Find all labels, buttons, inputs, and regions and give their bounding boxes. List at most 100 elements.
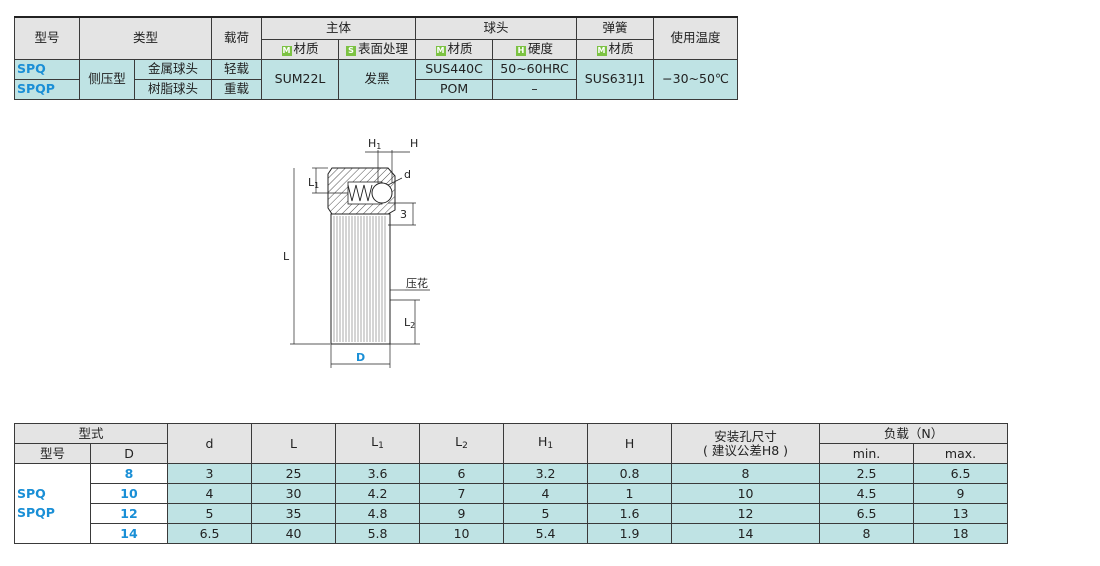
- ball-type-resin: 树脂球头: [133, 78, 213, 100]
- cell-d: 5: [167, 503, 253, 524]
- cell-H: 0.8: [587, 463, 673, 484]
- label-l1: L1: [308, 176, 319, 190]
- header-model: 型号: [14, 443, 91, 464]
- label-l: L: [283, 250, 290, 263]
- material-tag: M: [435, 46, 446, 56]
- cell-hole: 8: [671, 463, 821, 484]
- ball-material-spq: SUS440C: [415, 58, 494, 80]
- cell-L2: 6: [419, 463, 505, 484]
- header-body: 主体: [261, 16, 417, 40]
- ball-material-spqp: POM: [415, 78, 494, 100]
- cell-H1: 3.2: [503, 463, 589, 484]
- cell-L2: 9: [419, 503, 505, 524]
- header-D: D: [89, 443, 169, 464]
- cell-hole: 12: [671, 503, 821, 524]
- cell-H1: 5: [503, 503, 589, 524]
- header-hole: 安装孔尺寸( 建议公差H8 ): [671, 423, 821, 464]
- cell-d: 3: [167, 463, 253, 484]
- cell-H: 1.6: [587, 503, 673, 524]
- header-l: L: [251, 423, 337, 464]
- header-load: 负载（N）: [819, 423, 1009, 444]
- model-spqp: SPQP: [14, 78, 80, 100]
- label-h: H: [410, 137, 418, 150]
- table-row: 10 4 30 4.2 7 4 1 10 4.5 9: [15, 483, 1009, 504]
- cell-max: 6.5: [913, 463, 1009, 484]
- model-spq: SPQ: [14, 58, 80, 80]
- cell-D: 10: [89, 483, 169, 504]
- header-form: 型式: [13, 423, 169, 444]
- load-heavy: 重载: [211, 78, 263, 100]
- label-d-small: d: [404, 168, 411, 181]
- header-type: 类型: [78, 16, 213, 60]
- header-ball: 球头: [415, 16, 578, 40]
- label-h1: H1: [368, 137, 381, 151]
- cell-d: 4: [167, 483, 253, 504]
- cell-D: 12: [89, 503, 169, 524]
- cell-min: 2.5: [819, 463, 915, 484]
- table-row: 12 5 35 4.8 9 5 1.6 12 6.5 13: [15, 503, 1009, 524]
- label-l2: L2: [404, 316, 415, 330]
- ball-hardness-spqp: –: [492, 78, 578, 100]
- label-d: D: [356, 351, 365, 364]
- header-max: max.: [913, 443, 1009, 464]
- temp-value: −30~50℃: [653, 58, 739, 100]
- ball-type-metal: 金属球头: [133, 58, 213, 80]
- header-l2: L2: [419, 423, 505, 464]
- cell-L1: 4.2: [335, 483, 421, 504]
- cell-H1: 4: [503, 483, 589, 504]
- cell-H1: 5.4: [503, 523, 589, 544]
- plunger-drawing: H1 H L1 d 3 L 压花 L2 D: [283, 137, 430, 368]
- cell-max: 13: [913, 503, 1009, 524]
- header-l1: L1: [335, 423, 421, 464]
- cell-max: 18: [913, 523, 1009, 544]
- cell-D: 8: [89, 463, 169, 484]
- cell-L: 40: [251, 523, 337, 544]
- label-3: 3: [400, 208, 407, 221]
- body-surface: 发黑: [338, 58, 417, 100]
- load-light: 轻载: [211, 58, 263, 80]
- type-value: 侧压型: [79, 58, 135, 100]
- cell-L: 35: [251, 503, 337, 524]
- header-temp: 使用温度: [653, 16, 739, 60]
- cell-d: 6.5: [167, 523, 253, 544]
- cell-max: 9: [913, 483, 1009, 504]
- label-knurl: 压花: [406, 277, 428, 290]
- dimension-table: 型式 d L L1 L2 H1 H 安装孔尺寸( 建议公差H8 ) 负载（N） …: [13, 423, 1009, 544]
- cell-min: 8: [819, 523, 915, 544]
- cell-L1: 3.6: [335, 463, 421, 484]
- cell-L2: 7: [419, 483, 505, 504]
- header-min: min.: [819, 443, 915, 464]
- header-h: H: [587, 423, 673, 464]
- cell-H: 1: [587, 483, 673, 504]
- dimension-lines: [290, 150, 430, 368]
- head-section: [327, 167, 396, 215]
- cell-L2: 10: [419, 523, 505, 544]
- header-h1: H1: [503, 423, 589, 464]
- header-model: 型号: [14, 16, 80, 60]
- cell-min: 6.5: [819, 503, 915, 524]
- header-load: 载荷: [211, 16, 263, 60]
- header-spring: 弹簧: [576, 16, 655, 40]
- cell-D: 14: [89, 523, 169, 544]
- knurled-shank: [330, 213, 391, 345]
- ball-hardness-spq: 50~60HRC: [492, 58, 578, 80]
- cell-hole: 14: [671, 523, 821, 544]
- cell-min: 4.5: [819, 483, 915, 504]
- hardness-tag: H: [516, 46, 527, 56]
- header-d: d: [167, 423, 253, 464]
- cell-L: 25: [251, 463, 337, 484]
- material-tag: M: [596, 46, 607, 56]
- material-tag: M: [281, 46, 292, 56]
- cell-L1: 4.8: [335, 503, 421, 524]
- body-material: SUM22L: [261, 58, 340, 100]
- cell-L: 30: [251, 483, 337, 504]
- spring-material: SUS631J1: [576, 58, 655, 100]
